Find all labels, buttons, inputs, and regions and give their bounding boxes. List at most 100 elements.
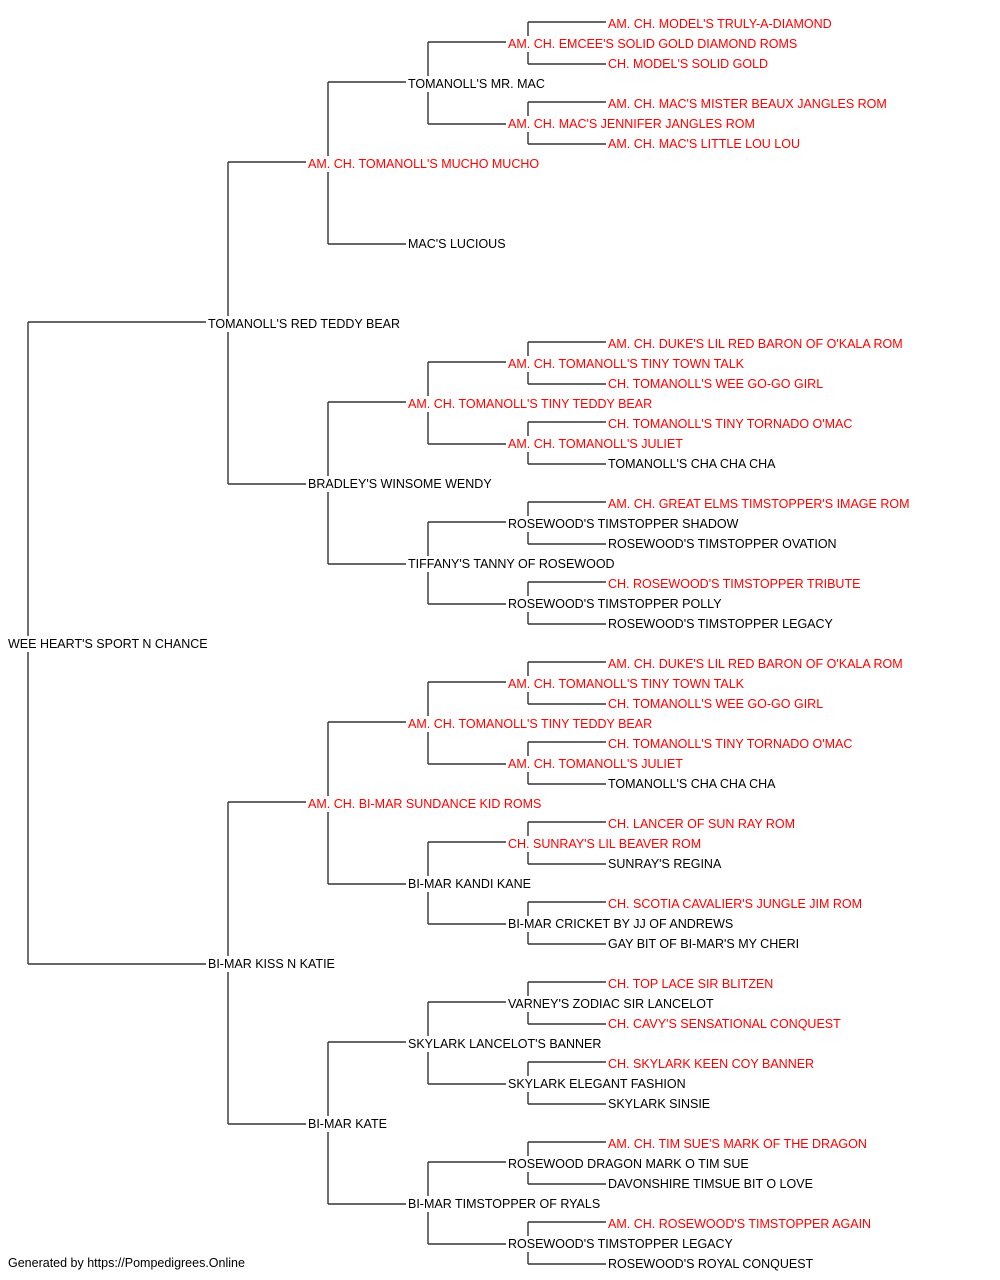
label-background <box>607 136 802 152</box>
dog-name-gen5: ROSEWOOD'S TIMSTOPPER OVATION <box>608 537 837 551</box>
label-background <box>607 536 838 552</box>
dog-name-gen2: BI-MAR KATE <box>308 1117 387 1131</box>
label-background <box>607 736 854 752</box>
label-background <box>607 696 825 712</box>
label-background <box>507 596 724 612</box>
dog-name-gen4: SKYLARK ELEGANT FASHION <box>508 1077 686 1091</box>
dog-name-gen5: CH. ROSEWOOD'S TIMSTOPPER TRIBUTE <box>608 577 860 591</box>
dog-name-gen5: CH. TOP LACE SIR BLITZEN <box>608 977 773 991</box>
label-background <box>7 636 209 652</box>
label-background <box>507 756 685 772</box>
label-background <box>607 936 801 952</box>
dog-name-gen5: AM. CH. MAC'S LITTLE LOU LOU <box>608 137 800 151</box>
dog-name-gen4: AM. CH. EMCEE'S SOLID GOLD DIAMOND ROMS <box>508 37 797 51</box>
dog-name-gen5: CH. TOMANOLL'S TINY TORNADO O'MAC <box>608 417 852 431</box>
label-background <box>407 716 654 732</box>
label-background <box>507 356 746 372</box>
label-background <box>507 836 703 852</box>
label-background <box>607 496 911 512</box>
label-background <box>507 516 740 532</box>
label-background <box>507 676 746 692</box>
dog-name-gen4: BI-MAR CRICKET BY JJ OF ANDREWS <box>508 917 733 931</box>
dog-name-gen3: AM. CH. TOMANOLL'S TINY TEDDY BEAR <box>408 397 652 411</box>
label-background <box>607 816 797 832</box>
label-background <box>607 576 862 592</box>
label-background <box>607 376 825 392</box>
dog-name-gen1: TOMANOLL'S RED TEDDY BEAR <box>208 317 400 331</box>
label-background <box>307 476 494 492</box>
label-background <box>407 1036 603 1052</box>
dog-name-gen5: ROSEWOOD'S ROYAL CONQUEST <box>608 1257 814 1271</box>
dog-name-gen4: ROSEWOOD'S TIMSTOPPER SHADOW <box>508 517 739 531</box>
label-background <box>507 436 685 452</box>
label-background <box>607 896 864 912</box>
dog-name-gen5: CH. TOMANOLL'S WEE GO-GO GIRL <box>608 697 823 711</box>
label-background <box>607 336 904 352</box>
label-background <box>307 1116 388 1132</box>
dog-name-gen2: BRADLEY'S WINSOME WENDY <box>308 477 492 491</box>
label-background <box>407 236 507 252</box>
label-background <box>607 16 833 32</box>
label-background <box>507 1156 750 1172</box>
dog-name-gen5: CH. TOMANOLL'S TINY TORNADO O'MAC <box>608 737 852 751</box>
dog-name-gen5: CH. LANCER OF SUN RAY ROM <box>608 817 795 831</box>
label-background <box>507 1236 735 1252</box>
label-background <box>407 876 532 892</box>
dog-name-gen5: AM. CH. DUKE'S LIL RED BARON OF O'KALA R… <box>608 657 903 671</box>
dog-name-gen5: AM. CH. MAC'S MISTER BEAUX JANGLES ROM <box>608 97 887 111</box>
dog-name-gen3: BI-MAR TIMSTOPPER OF RYALS <box>408 1197 600 1211</box>
dog-name-gen5: SKYLARK SINSIE <box>608 1097 710 1111</box>
label-background <box>507 116 756 132</box>
label-background <box>607 1176 814 1192</box>
label-background <box>507 996 716 1012</box>
dog-name-gen5: TOMANOLL'S CHA CHA CHA <box>608 457 776 471</box>
dog-name-gen3: MAC'S LUCIOUS <box>408 237 506 251</box>
label-background <box>607 1016 843 1032</box>
label-background <box>607 96 888 112</box>
label-background <box>507 1076 687 1092</box>
dog-name-gen2: AM. CH. BI-MAR SUNDANCE KID ROMS <box>308 797 541 811</box>
dog-name-gen4: ROSEWOOD DRAGON MARK O TIM SUE <box>508 1157 749 1171</box>
label-background <box>507 916 735 932</box>
dog-name-gen5: ROSEWOOD'S TIMSTOPPER LEGACY <box>608 617 834 631</box>
dog-name-gen5: CH. SKYLARK KEEN COY BANNER <box>608 1057 814 1071</box>
dog-name-gen3: SKYLARK LANCELOT'S BANNER <box>408 1037 601 1051</box>
label-background <box>607 56 770 72</box>
dog-name-gen4: VARNEY'S ZODIAC SIR LANCELOT <box>508 997 714 1011</box>
dog-name-gen5: CH. CAVY'S SENSATIONAL CONQUEST <box>608 1017 841 1031</box>
dog-name-gen5: CH. MODEL'S SOLID GOLD <box>608 57 768 71</box>
label-background <box>607 1256 815 1272</box>
dog-name-gen1: BI-MAR KISS N KATIE <box>208 957 335 971</box>
dog-name-gen5: SUNRAY'S REGINA <box>608 857 722 871</box>
dog-name-gen4: AM. CH. TOMANOLL'S JULIET <box>508 757 683 771</box>
label-background <box>607 1216 873 1232</box>
dog-name-gen3: AM. CH. TOMANOLL'S TINY TEDDY BEAR <box>408 717 652 731</box>
label-background <box>207 316 402 332</box>
dog-name-gen4: AM. CH. TOMANOLL'S TINY TOWN TALK <box>508 677 745 691</box>
label-background <box>407 396 654 412</box>
label-background <box>607 656 904 672</box>
dog-name-gen5: AM. CH. GREAT ELMS TIMSTOPPER'S IMAGE RO… <box>608 497 910 511</box>
label-background <box>607 616 835 632</box>
dog-name-gen0: WEE HEART'S SPORT N CHANCE <box>8 637 208 651</box>
dog-name-gen5: TOMANOLL'S CHA CHA CHA <box>608 777 776 791</box>
label-background <box>607 856 723 872</box>
dog-name-gen4: ROSEWOOD'S TIMSTOPPER POLLY <box>508 597 722 611</box>
dog-name-gen4: ROSEWOOD'S TIMSTOPPER LEGACY <box>508 1237 734 1251</box>
label-background <box>407 556 616 572</box>
label-background <box>207 956 336 972</box>
dog-name-gen5: AM. CH. TIM SUE'S MARK OF THE DRAGON <box>608 1137 867 1151</box>
label-background <box>607 776 778 792</box>
label-background <box>607 1096 712 1112</box>
dog-name-gen3: TIFFANY'S TANNY OF ROSEWOOD <box>408 557 615 571</box>
dog-name-gen5: CH. SCOTIA CAVALIER'S JUNGLE JIM ROM <box>608 897 862 911</box>
dog-name-gen5: CH. TOMANOLL'S WEE GO-GO GIRL <box>608 377 823 391</box>
dog-name-gen4: AM. CH. TOMANOLL'S JULIET <box>508 437 683 451</box>
label-background <box>307 156 541 172</box>
dog-name-gen5: AM. CH. DUKE'S LIL RED BARON OF O'KALA R… <box>608 337 903 351</box>
dog-name-gen4: AM. CH. TOMANOLL'S TINY TOWN TALK <box>508 357 745 371</box>
dog-name-gen5: GAY BIT OF BI-MAR'S MY CHERI <box>608 937 799 951</box>
dog-name-gen5: DAVONSHIRE TIMSUE BIT O LOVE <box>608 1177 813 1191</box>
label-background <box>607 976 775 992</box>
